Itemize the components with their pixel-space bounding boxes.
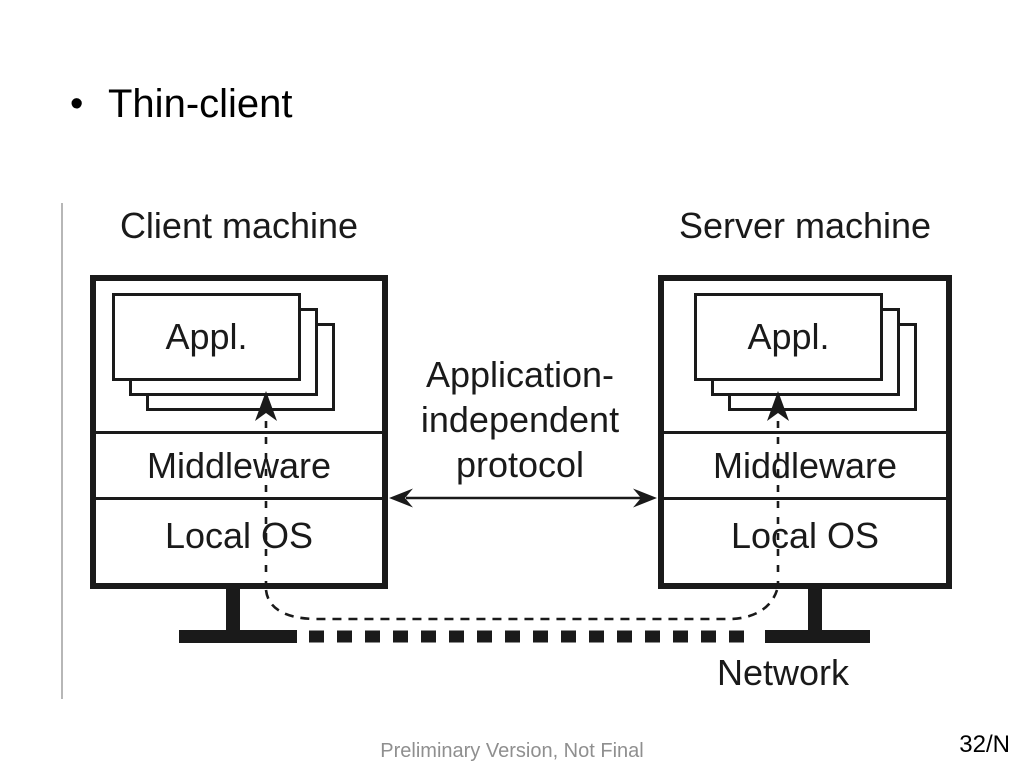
server-machine-box: Appl. Middleware Local OS (658, 275, 952, 589)
client-network-stem (226, 584, 240, 631)
client-app-label: Appl. (165, 316, 248, 357)
client-app-card-front: Appl. (112, 293, 301, 381)
client-local-os-label: Local OS (164, 514, 314, 556)
client-app-stack: Appl. (96, 281, 382, 431)
protocol-caption-line-3: protocol (455, 444, 585, 485)
page-number: 32/N (959, 731, 1010, 758)
client-middleware-row: Middleware (96, 431, 382, 497)
server-up-arrow-icon (767, 391, 789, 421)
server-local-os-label: Local OS (730, 514, 880, 556)
network-route-dashed-path (264, 589, 779, 621)
server-app-label: Appl. (747, 316, 830, 357)
client-local-os-row: Local OS (96, 497, 382, 583)
server-network-bar (765, 630, 870, 643)
bullet-icon: • (70, 83, 84, 125)
protocol-arrow-left-head-icon (389, 488, 413, 508)
client-up-arrow-icon (255, 391, 277, 421)
network-label: Network (716, 652, 850, 693)
server-app-stack: Appl. (664, 281, 946, 431)
server-middleware-row: Middleware (664, 431, 946, 497)
footer-text: Preliminary Version, Not Final (380, 740, 644, 762)
client-network-bar (179, 630, 297, 643)
server-app-card-front: Appl. (694, 293, 883, 381)
protocol-arrow-right-head-icon (633, 488, 657, 508)
page-title: Thin-client (108, 82, 293, 126)
client-machine-label: Client machine (119, 205, 359, 246)
server-local-os-row: Local OS (664, 497, 946, 583)
protocol-caption-line-2: independent (420, 399, 620, 440)
protocol-caption: Application- independent protocol (390, 352, 650, 487)
client-machine-box: Appl. Middleware Local OS (90, 275, 388, 589)
server-network-stem (808, 584, 822, 631)
client-middleware-label: Middleware (146, 444, 332, 486)
server-machine-label: Server machine (678, 205, 932, 246)
slide-title-row: • Thin-client (70, 82, 293, 126)
server-middleware-label: Middleware (712, 444, 898, 486)
figure-edge-line (61, 203, 63, 699)
protocol-caption-line-1: Application- (425, 354, 615, 395)
